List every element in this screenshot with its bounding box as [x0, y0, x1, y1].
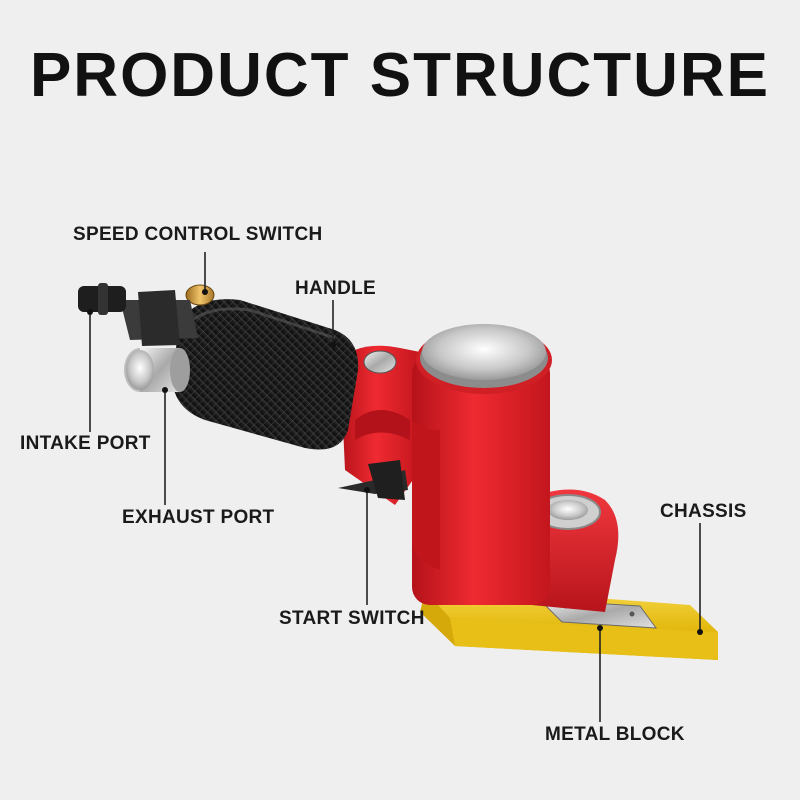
handle-grip [172, 299, 359, 450]
leader-lines [89, 252, 701, 722]
label-intake-port: INTAKE PORT [20, 433, 151, 454]
leader-dot-chassis [697, 629, 703, 635]
label-speed-control-switch: SPEED CONTROL SWITCH [73, 224, 323, 245]
leader-dot-handle [330, 342, 336, 348]
leader-dot-metal [597, 625, 603, 631]
leader-dot-speed [202, 289, 208, 295]
label-start-switch: START SWITCH [279, 608, 425, 629]
label-handle: HANDLE [295, 278, 376, 299]
exhaust-cylinder [124, 348, 190, 392]
label-chassis: CHASSIS [660, 501, 747, 522]
top-cap [420, 324, 548, 388]
start-switch-lever [338, 460, 408, 500]
label-exhaust-port: EXHAUST PORT [122, 507, 275, 528]
page-title: PRODUCT STRUCTURE [29, 41, 771, 110]
leader-dot-start [364, 487, 370, 493]
handle-knob [363, 350, 397, 374]
leader-dot-exhaust [162, 387, 168, 393]
leader-dot-intake [87, 309, 93, 315]
label-metal-block: METAL BLOCK [545, 724, 685, 745]
rear-fittings [78, 283, 198, 346]
